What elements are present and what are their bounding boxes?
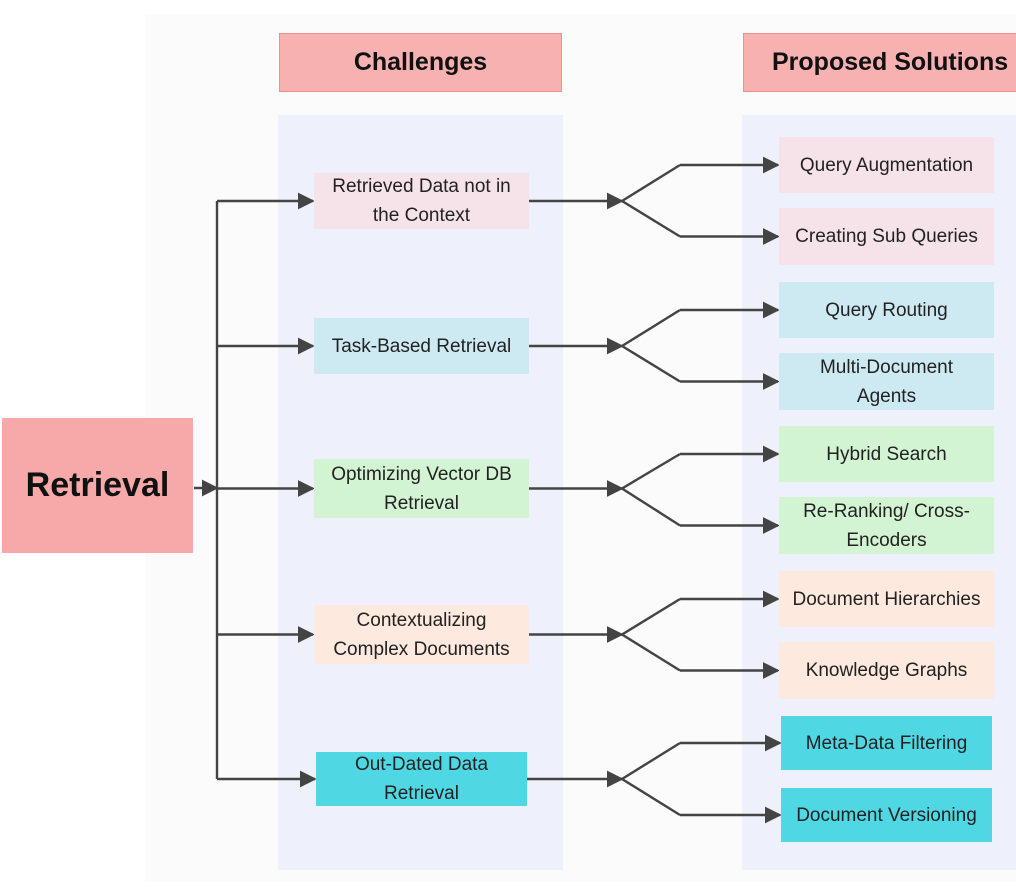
fork-diagonal-line bbox=[621, 633, 681, 672]
fork-diagonal-line bbox=[621, 741, 681, 781]
fork-diagonal-line bbox=[621, 597, 681, 636]
solution-node: Hybrid Search bbox=[779, 426, 994, 482]
challenge-node: Optimizing Vector DB Retrieval bbox=[314, 459, 529, 518]
fork-diagonal-line bbox=[621, 199, 681, 238]
solutions-header: Proposed Solutions bbox=[743, 33, 1016, 92]
fork-diagonal-line bbox=[621, 163, 681, 203]
solution-node: Creating Sub Queries bbox=[779, 208, 994, 265]
retrieval-root-node: Retrieval bbox=[2, 418, 193, 553]
challenge-node: Retrieved Data not in the Context bbox=[314, 173, 529, 229]
solution-node: Document Hierarchies bbox=[779, 571, 994, 627]
fork-diagonal-line bbox=[621, 487, 681, 527]
fork-diagonal-line bbox=[621, 308, 681, 348]
fork-diagonal-line bbox=[621, 777, 681, 817]
challenge-node: Out-Dated Data Retrieval bbox=[316, 752, 527, 806]
solution-node: Query Routing bbox=[779, 282, 994, 338]
fork-diagonal-line bbox=[621, 452, 681, 490]
solution-node: Knowledge Graphs bbox=[779, 642, 994, 699]
solution-node: Query Augmentation bbox=[779, 137, 994, 193]
solution-node: Meta-Data Filtering bbox=[781, 716, 992, 770]
challenge-node: Contextualizing Complex Documents bbox=[314, 605, 529, 664]
challenge-node: Task-Based Retrieval bbox=[314, 318, 529, 374]
solution-node: Multi-Document Agents bbox=[779, 353, 994, 410]
solution-node: Re-Ranking/ Cross-Encoders bbox=[779, 497, 994, 554]
challenges-header: Challenges bbox=[279, 33, 562, 92]
fork-diagonal-line bbox=[621, 344, 681, 383]
solution-node: Document Versioning bbox=[781, 788, 992, 842]
